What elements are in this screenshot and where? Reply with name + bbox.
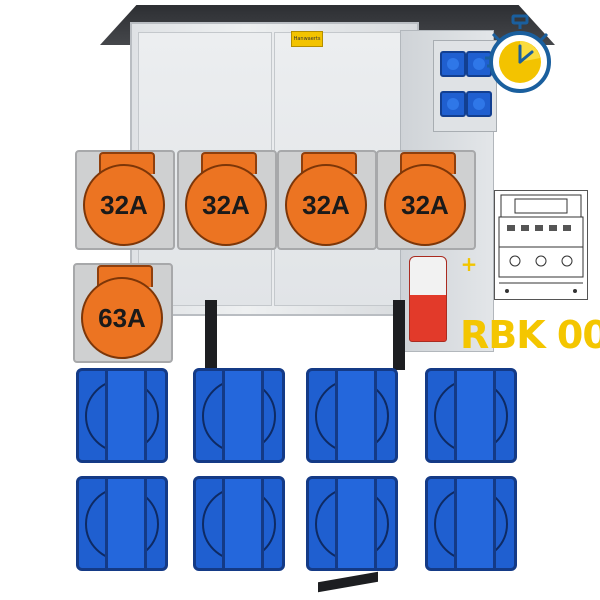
rbk-panel-drawing [494, 190, 588, 300]
orange-socket-63a: 63A [73, 263, 173, 363]
socket-lid [222, 371, 264, 460]
socket-lid [335, 371, 377, 460]
blue-socket [193, 368, 285, 463]
blue-socket [425, 368, 517, 463]
cabinet-nameplate: Hanwaerts [291, 31, 323, 47]
socket-lid [454, 479, 496, 568]
socket-face [81, 277, 163, 359]
socket-rating: 32A [202, 190, 250, 220]
blue-socket [193, 476, 285, 571]
socket-rating: 32A [100, 190, 148, 220]
blue-socket [76, 368, 168, 463]
cabinet-leg-right [393, 300, 405, 370]
socket-lid [454, 371, 496, 460]
mini-blue-socket [440, 91, 466, 117]
mini-blue-socket [440, 51, 466, 77]
nameplate-text: Hanwaerts [293, 36, 321, 42]
socket-lid [105, 479, 147, 568]
blue-socket [425, 476, 517, 571]
cabinet-leg-left [205, 300, 217, 370]
orange-socket-32a: 32A [277, 150, 377, 250]
socket-rating: 32A [401, 190, 449, 220]
rbk-label: RBK 00 [460, 313, 600, 357]
red-cee-plug [409, 256, 447, 342]
socket-lid [335, 479, 377, 568]
socket-lid [105, 371, 147, 460]
socket-rating: 32A [302, 190, 350, 220]
plus-sign: + [460, 252, 478, 276]
blue-socket [76, 476, 168, 571]
mounting-bracket [318, 571, 378, 593]
orange-socket-32a: 32A [376, 150, 476, 250]
side-socket-panel [433, 40, 497, 132]
mini-blue-socket [466, 51, 492, 77]
orange-socket-32a: 32A [75, 150, 175, 250]
socket-lid [222, 479, 264, 568]
socket-face [285, 164, 367, 246]
orange-socket-32a: 32A [177, 150, 277, 250]
blue-socket [306, 476, 398, 571]
socket-face [83, 164, 165, 246]
socket-face [185, 164, 267, 246]
blue-socket [306, 368, 398, 463]
mini-blue-socket [466, 91, 492, 117]
socket-rating: 63A [98, 303, 146, 333]
stopwatch-icon [485, 14, 555, 94]
socket-face [384, 164, 466, 246]
